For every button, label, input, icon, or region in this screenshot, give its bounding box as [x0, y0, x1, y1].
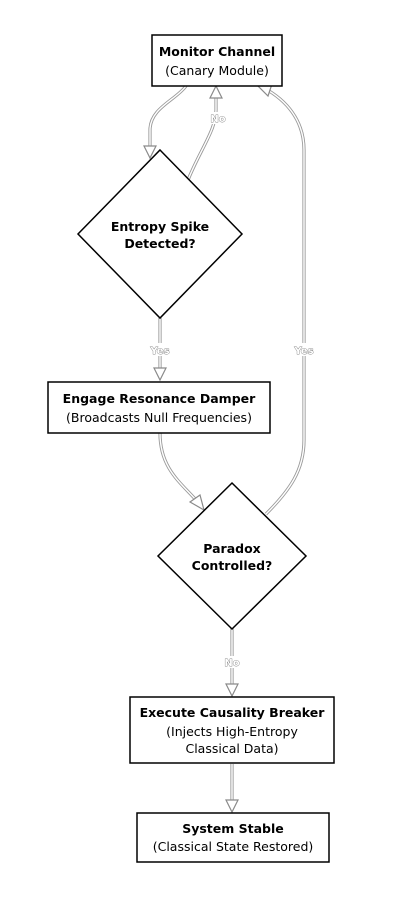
node-execute-causality-breaker: Execute Causality Breaker (Injects High-…: [129, 696, 335, 764]
edge-label-paradox-no: No: [223, 656, 241, 669]
node-paradox-line1: Paradox: [203, 541, 260, 556]
edge-label-spike-no: No: [209, 112, 227, 125]
node-engage-damper-title: Engage Resonance Damper: [63, 391, 256, 406]
node-entropy-spike-line1: Entropy Spike: [111, 219, 209, 234]
node-breaker-title: Execute Causality Breaker: [140, 705, 326, 720]
node-paradox-line2: Controlled?: [192, 558, 273, 573]
edge-spike-no-to-monitor: [186, 84, 223, 181]
node-engage-damper-subtitle: (Broadcasts Null Frequencies): [66, 410, 252, 425]
svg-text:Yes: Yes: [293, 346, 313, 357]
node-system-stable-title: System Stable: [182, 821, 284, 836]
node-entropy-spike-detected: Entropy Spike Detected?: [76, 148, 244, 320]
node-paradox-controlled: Paradox Controlled?: [156, 481, 308, 631]
node-monitor-channel: Monitor Channel (Canary Module): [151, 34, 283, 87]
node-system-stable: System Stable (Classical State Restored): [136, 812, 330, 863]
edge-label-spike-yes: Yes: [148, 343, 172, 357]
node-monitor-channel-subtitle: (Canary Module): [165, 63, 269, 78]
edge-monitor-to-spike: [143, 84, 188, 160]
svg-text:No: No: [210, 114, 225, 125]
node-entropy-spike-line2: Detected?: [124, 236, 195, 251]
node-system-stable-subtitle: (Classical State Restored): [153, 839, 314, 854]
edge-paradox-yes-to-monitor: [256, 83, 306, 516]
edge-breaker-to-stable: [225, 764, 239, 814]
svg-text:No: No: [224, 658, 239, 669]
edge-label-paradox-yes: Yes: [292, 343, 316, 357]
node-monitor-channel-title: Monitor Channel: [159, 44, 275, 59]
edge-damper-to-paradox: [158, 432, 205, 512]
node-breaker-subtitle-line1: (Injects High-Entropy: [166, 724, 298, 739]
svg-text:Yes: Yes: [149, 346, 169, 357]
node-breaker-subtitle-line2: Classical Data): [185, 741, 278, 756]
node-engage-resonance-damper: Engage Resonance Damper (Broadcasts Null…: [47, 381, 271, 434]
